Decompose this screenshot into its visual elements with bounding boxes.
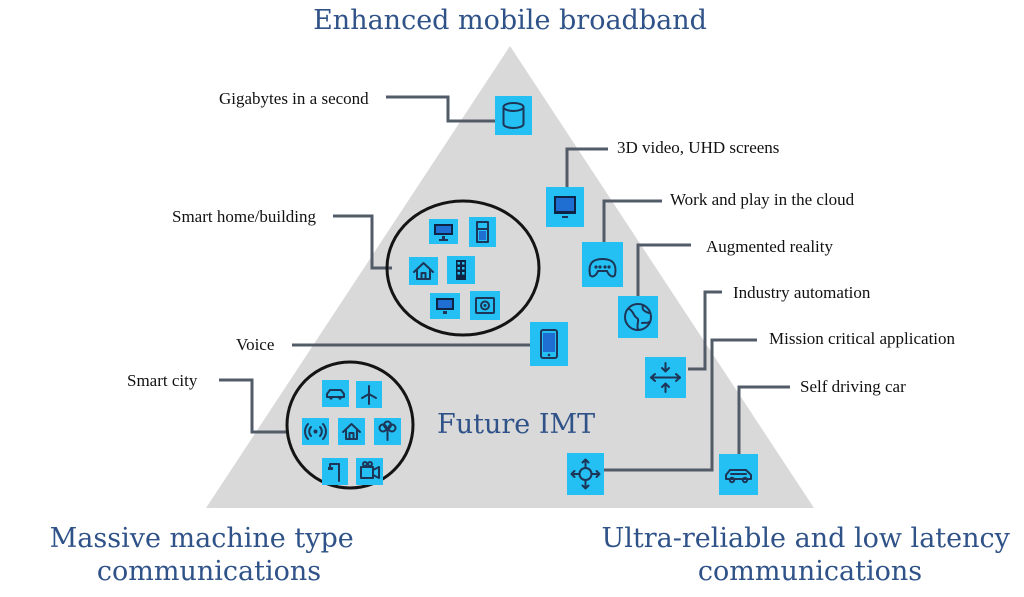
washer-icon xyxy=(470,291,500,320)
camera-icon xyxy=(356,458,383,485)
leader-cloud xyxy=(602,199,662,242)
smart-home-icons xyxy=(409,217,500,320)
label-mission: Mission critical application xyxy=(769,329,956,348)
urllc-title-line1: Ultra-reliable and low latency xyxy=(602,523,1011,554)
broadcast-icon xyxy=(302,418,329,445)
streetlight-icon xyxy=(322,458,348,485)
home-icon xyxy=(338,418,365,445)
building-icon xyxy=(447,256,475,284)
leader-industry xyxy=(688,290,722,371)
windmill-icon xyxy=(356,381,382,408)
car-icon xyxy=(322,380,349,407)
display-icon xyxy=(546,187,584,227)
mmtc-title-line2: communications xyxy=(97,556,321,587)
embb-title: Enhanced mobile broadband xyxy=(313,5,707,36)
monitor-icon xyxy=(429,219,458,244)
label-video: 3D video, UHD screens xyxy=(617,138,779,157)
tv-icon xyxy=(430,293,460,319)
smart-home-cluster-ring xyxy=(385,199,541,337)
fridge-icon xyxy=(469,217,496,247)
urllc-title: Ultra-reliable and low latency communica… xyxy=(602,523,1019,587)
mmtc-title: Massive machine type communications xyxy=(50,523,363,587)
future-imt-label: Future IMT xyxy=(437,409,595,440)
label-industry: Industry automation xyxy=(733,283,871,302)
label-cloud: Work and play in the cloud xyxy=(670,190,855,209)
tree-icon xyxy=(374,418,401,445)
label-ar: Augmented reality xyxy=(706,237,833,256)
urllc-title-line2: communications xyxy=(698,556,922,587)
leader-gigabytes xyxy=(386,95,497,123)
car-icon xyxy=(719,454,758,495)
label-gigabytes: Gigabytes in a second xyxy=(219,89,369,108)
crosshair-icon xyxy=(567,453,604,495)
leader-smartcity xyxy=(219,378,289,434)
label-smarthome: Smart home/building xyxy=(172,207,317,226)
home-icon xyxy=(409,257,438,285)
smart-city-icons xyxy=(302,380,401,485)
globe-icon xyxy=(618,296,658,338)
leader-smarthome xyxy=(333,214,392,270)
leader-lines xyxy=(219,95,790,472)
label-voice: Voice xyxy=(236,335,274,354)
label-smartcity: Smart city xyxy=(127,371,198,390)
arrows-in-icon xyxy=(645,357,686,398)
leader-video xyxy=(565,147,608,187)
leader-ar xyxy=(636,243,691,296)
label-selfdriving: Self driving car xyxy=(800,377,906,396)
leader-selfdriving xyxy=(737,385,790,459)
phone-icon xyxy=(530,322,568,366)
leader-mission xyxy=(604,338,757,472)
database-icon xyxy=(495,96,532,135)
mmtc-title-line1: Massive machine type xyxy=(50,523,354,554)
gamepad-icon xyxy=(582,242,623,287)
smart-city-cluster-ring xyxy=(285,360,415,490)
